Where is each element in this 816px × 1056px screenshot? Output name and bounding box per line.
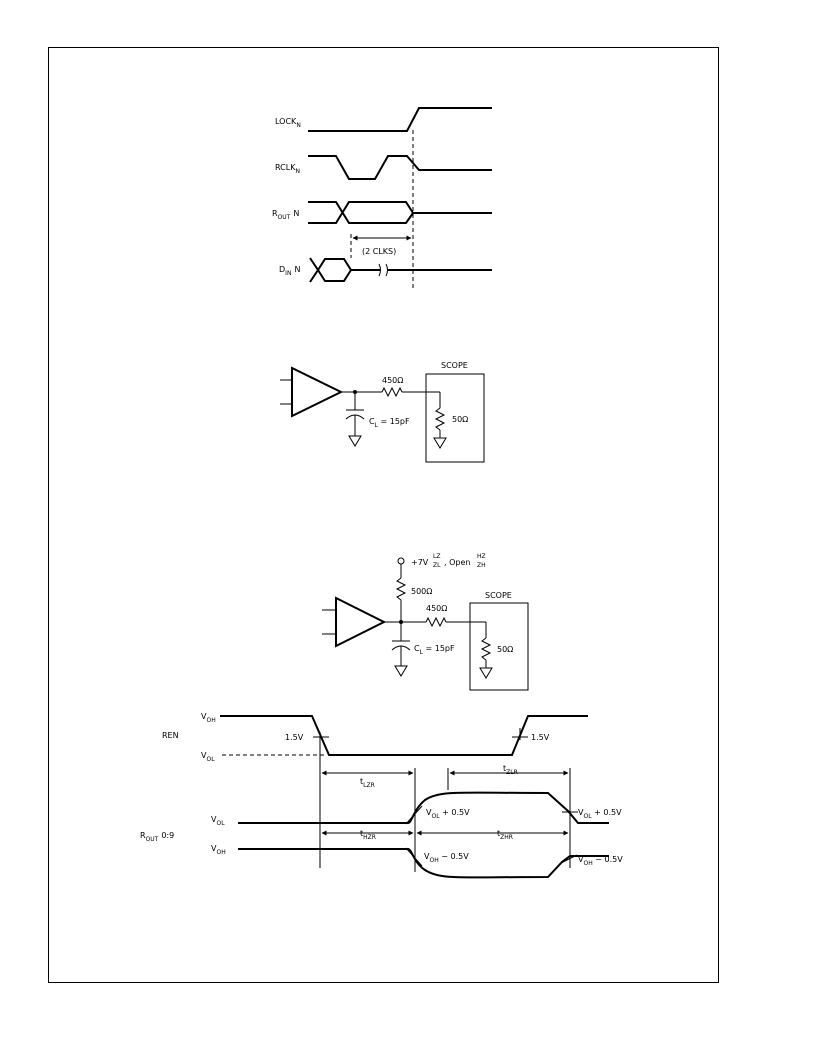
tristate-load-circuit: +7V LZ ZL , Open HZ ZH 500Ω 450Ω CL = 15… bbox=[322, 553, 529, 691]
threshold-right-label: 1.5V bbox=[531, 733, 550, 742]
scope-ground-symbol-2 bbox=[479, 667, 493, 679]
rout-vol-label: VOL bbox=[211, 815, 225, 827]
thzr-label: tHZR bbox=[360, 829, 376, 841]
two-clocks-label: (2 CLKS) bbox=[362, 247, 396, 256]
load-capacitance-label: CL = 15pF bbox=[369, 417, 410, 429]
rclk-signal-label: RCLKN bbox=[275, 163, 300, 175]
series-resistor-symbol bbox=[381, 386, 403, 398]
rout-vol-waveform bbox=[238, 791, 609, 824]
supply-lz-label: LZ bbox=[433, 553, 440, 560]
supply-terminal bbox=[397, 557, 405, 565]
lock-signal-label: LOCKN bbox=[275, 117, 301, 129]
series-resistor-symbol-2 bbox=[425, 616, 447, 628]
capacitor-ground-symbol bbox=[348, 435, 362, 447]
scope-ground-symbol bbox=[433, 437, 447, 449]
vol-plus-label-left: VOL + 0.5V bbox=[426, 808, 470, 820]
scope-load-resistor-symbol bbox=[434, 407, 446, 431]
voh-minus-label-right: VOH − 0.5V bbox=[578, 855, 623, 867]
rout-voh-waveform bbox=[238, 848, 609, 879]
supply-zl-label: ZL bbox=[433, 562, 441, 569]
threshold-left-label: 1.5V bbox=[285, 733, 304, 742]
supply-open-label: , Open bbox=[444, 558, 470, 567]
series-resistor-label: 450Ω bbox=[382, 376, 403, 385]
scope-label-2: SCOPE bbox=[485, 591, 512, 600]
scope-load-resistor-label-2: 50Ω bbox=[497, 645, 513, 654]
buffer-symbol bbox=[291, 366, 344, 418]
rclk-waveform bbox=[308, 155, 492, 180]
load-capacitance-label-2: CL = 15pF bbox=[414, 644, 455, 656]
tzlr-label: tZLR bbox=[503, 764, 518, 776]
rout-waveform bbox=[308, 201, 492, 224]
ren-timing-diagram: REN VOH VOL 1.5V 1.5V tLZR tZLR tHZR tZH… bbox=[140, 712, 623, 879]
series-resistor-label-2: 450Ω bbox=[426, 604, 447, 613]
voh-minus-label-left: VOH − 0.5V bbox=[424, 852, 469, 864]
scope-load-resistor-label: 50Ω bbox=[452, 415, 468, 424]
scope-label: SCOPE bbox=[441, 361, 468, 370]
scope-box-2 bbox=[469, 602, 529, 691]
rout-voh-label: VOH bbox=[211, 844, 226, 856]
ren-vol-label: VOL bbox=[201, 751, 215, 763]
capacitor-ground-symbol-2 bbox=[394, 665, 408, 677]
supply-hz-label: HZ bbox=[477, 553, 486, 560]
ren-signal-label: REN bbox=[162, 731, 179, 740]
din-waveform bbox=[309, 257, 492, 283]
output-load-circuit: 450Ω CL = 15pF SCOPE 50Ω bbox=[280, 361, 485, 463]
supply-zh-label: ZH bbox=[477, 562, 486, 569]
tlzr-label: tLZR bbox=[360, 777, 375, 789]
buffer-symbol-2 bbox=[335, 596, 387, 648]
scope-box bbox=[425, 373, 485, 463]
vol-plus-label-right: VOL + 0.5V bbox=[578, 808, 622, 820]
tzhr-label: tZHR bbox=[497, 829, 513, 841]
ren-voh-label: VOH bbox=[201, 712, 216, 724]
page-border bbox=[48, 47, 719, 983]
lock-waveform bbox=[308, 107, 492, 132]
pullup-resistor-symbol bbox=[395, 577, 407, 601]
ren-waveform bbox=[220, 715, 588, 756]
pullup-resistor-label: 500Ω bbox=[411, 587, 432, 596]
scope-load-resistor-symbol-2 bbox=[480, 637, 492, 661]
supply-label: +7V bbox=[411, 558, 429, 567]
